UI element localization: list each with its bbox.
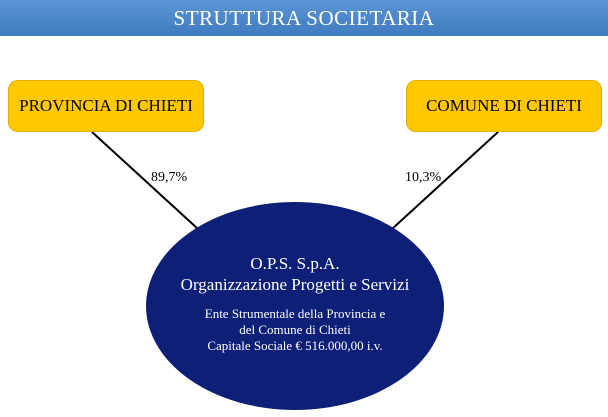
shareholder-provincia-box: PROVINCIA DI CHIETI [8,80,204,132]
company-capital: Capitale Sociale € 516.000,00 i.v. [207,338,383,353]
company-short-name: O.P.S. S.p.A. [250,254,340,273]
company-description: Ente Strumentale della Provincia e del C… [146,306,444,354]
page-title: STRUTTURA SOCIETARIA [0,0,608,36]
share-comune-label: 10,3% [405,170,442,185]
share-provincia-label: 89,7% [151,170,188,185]
company-full-name: Organizzazione Progetti e Servizi [180,275,410,294]
company-ellipse: O.P.S. S.p.A. Organizzazione Progetti e … [146,202,444,410]
connector-comune [391,131,499,230]
company-description-line-1: Ente Strumentale della Provincia e [204,306,386,321]
company-description-line-2: del Comune di Chieti [239,322,351,337]
connector-provincia [91,131,199,230]
shareholder-comune-box: COMUNE DI CHIETI [406,80,602,132]
